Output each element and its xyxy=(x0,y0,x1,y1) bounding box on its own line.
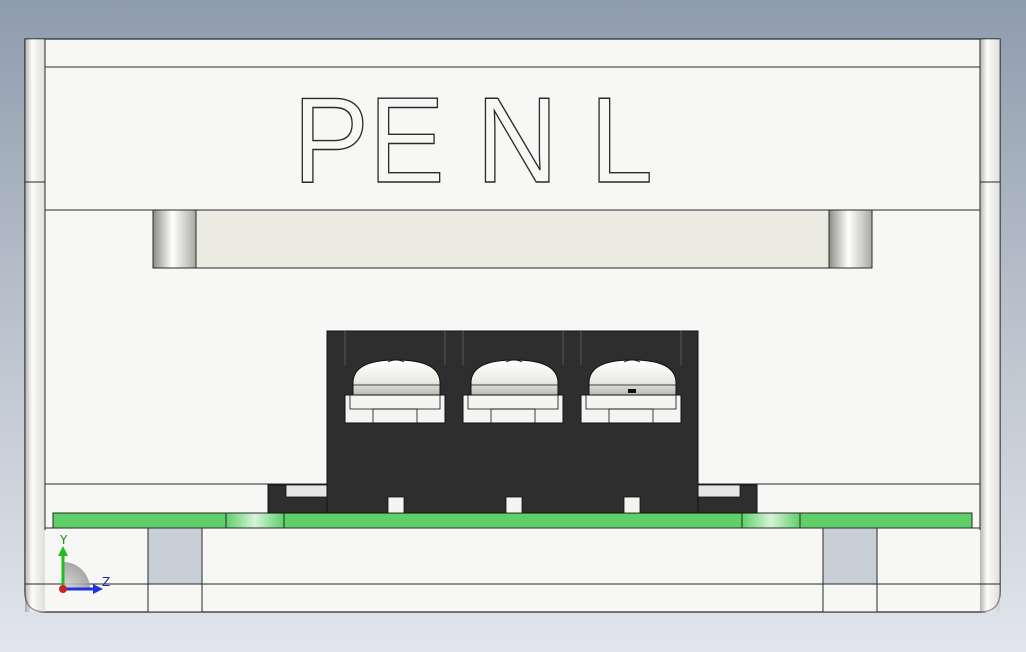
pcb-highlight-right xyxy=(741,512,801,529)
triad-plane-arc xyxy=(63,562,90,589)
pcb-board xyxy=(52,512,973,529)
housing-feet xyxy=(147,527,878,613)
window-strip-left-cap xyxy=(152,209,197,269)
terminal-screw-1[interactable] xyxy=(344,359,446,514)
triad-z-axis-label: Z xyxy=(102,575,111,589)
housing-right-edge xyxy=(980,39,1000,612)
triad-origin xyxy=(59,585,67,593)
window-strip-right-cap xyxy=(828,209,873,269)
screw-head-1 xyxy=(352,359,441,396)
window-strip xyxy=(152,209,873,269)
engraved-label: PE N L xyxy=(293,72,653,208)
window-strip-body xyxy=(152,209,873,269)
screw-head-2 xyxy=(470,359,559,396)
terminal-screw-3[interactable] xyxy=(580,359,682,514)
pcb xyxy=(45,512,980,529)
terminal-screw-2[interactable] xyxy=(462,359,564,514)
pcb-highlight-left xyxy=(225,512,285,529)
orientation-triad xyxy=(58,546,103,594)
terminal-block[interactable] xyxy=(267,330,758,514)
housing-left-edge xyxy=(25,39,45,612)
triad-y-axis-label: Y xyxy=(60,533,68,547)
